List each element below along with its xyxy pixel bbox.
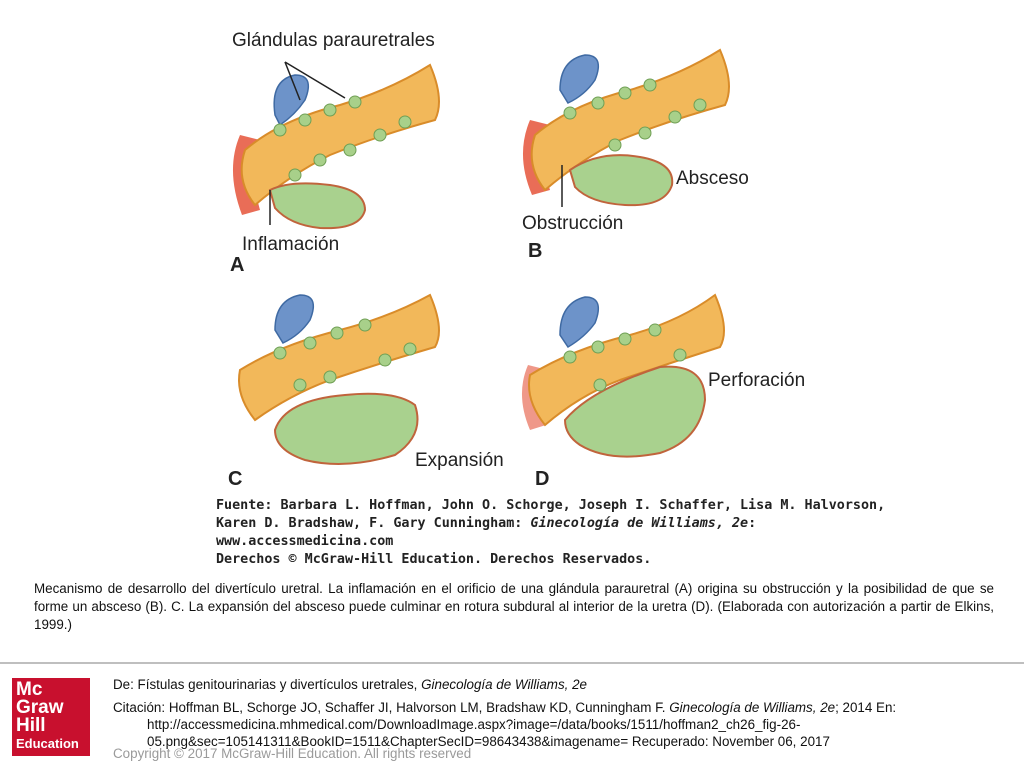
citation-book: Ginecología de Williams, 2e xyxy=(669,700,835,715)
footer-divider xyxy=(0,662,1024,664)
citation-footer: De: Fístulas genitourinarias y divertícu… xyxy=(113,676,1013,750)
gland-blue xyxy=(560,55,598,103)
source-website: www.accessmedicina.com xyxy=(216,533,816,551)
citation-year: ; 2014 En: xyxy=(835,700,896,715)
urethra-tube xyxy=(242,65,439,205)
source-line-1: Fuente: Barbara L. Hoffman, John O. Scho… xyxy=(216,497,816,515)
panel-letter-c: C xyxy=(228,468,242,491)
source-colon: : xyxy=(748,516,756,531)
citation-url-1[interactable]: http://accessmedicina.mhmedical.com/Down… xyxy=(113,716,1013,733)
logo-line-4: Education xyxy=(16,737,79,751)
source-rights: Derechos © McGraw-Hill Education. Derech… xyxy=(216,551,816,569)
label-glandulas: Glándulas parauretrales xyxy=(232,30,435,52)
logo-line-3: Hill xyxy=(16,716,46,735)
label-absceso: Absceso xyxy=(676,168,749,190)
abscess xyxy=(570,155,672,205)
mcgraw-hill-logo: Mc Graw Hill Education xyxy=(12,678,90,756)
panel-letter-d: D xyxy=(535,468,549,491)
citation-authors: Citación: Hoffman BL, Schorge JO, Schaff… xyxy=(113,700,662,715)
from-line: De: Fístulas genitourinarias y divertícu… xyxy=(113,676,1013,693)
label-perforacion: Perforación xyxy=(708,370,805,392)
from-chapter: De: Fístulas genitourinarias y divertícu… xyxy=(113,677,421,692)
gland-blue xyxy=(275,295,313,343)
source-book-title: Ginecología de Williams, 2e xyxy=(530,516,748,531)
panel-c-illustration xyxy=(225,285,465,475)
from-book: Ginecología de Williams, 2e xyxy=(421,677,587,692)
panel-letter-a: A xyxy=(230,254,244,277)
panel-a-illustration xyxy=(220,40,460,240)
source-line-2: Karen D. Bradshaw, F. Gary Cunningham: G… xyxy=(216,515,816,533)
panel-letter-b: B xyxy=(528,240,542,263)
source-authors: Karen D. Bradshaw, F. Gary Cunningham: xyxy=(216,516,530,531)
abscess-expanded xyxy=(275,394,418,464)
gland-blue xyxy=(560,297,598,347)
figure-source: Fuente: Barbara L. Hoffman, John O. Scho… xyxy=(216,497,816,569)
label-expansion: Expansión xyxy=(415,450,504,472)
label-obstruccion: Obstrucción xyxy=(522,213,623,235)
panel-b-illustration xyxy=(510,35,750,235)
figure-caption: Mecanismo de desarrollo del divertículo … xyxy=(34,580,994,634)
diagram-figure: Glándulas parauretrales Inflamación A Ab… xyxy=(0,0,1024,570)
citation-line: Citación: Hoffman BL, Schorge JO, Schaff… xyxy=(113,699,1013,716)
abscess-small xyxy=(270,183,365,228)
copyright-notice: Copyright © 2017 McGraw-Hill Education. … xyxy=(113,746,471,761)
label-inflamacion: Inflamación xyxy=(242,234,339,256)
